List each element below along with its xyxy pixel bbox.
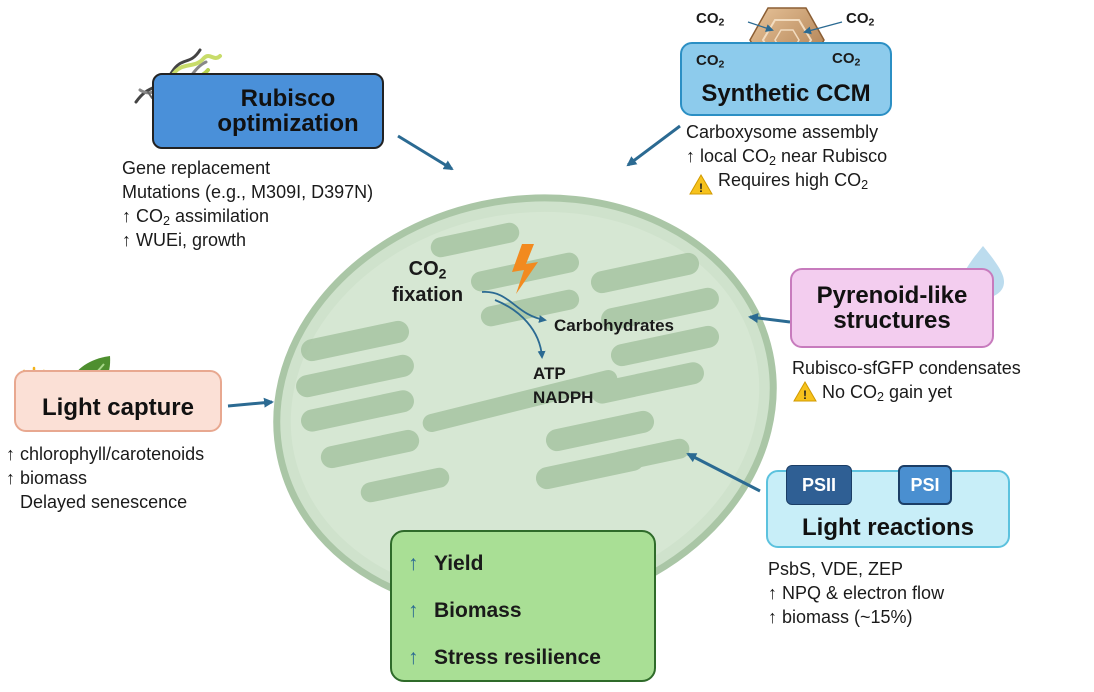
flow-arrow-atp [494,299,546,359]
arrow-rubisco [397,134,454,171]
co2-label-mid-right: CO2 [832,50,861,69]
pyrenoid-description: Rubisco-sfGFP condensates No CO2 gain ye… [792,358,1021,405]
co2-label-mid-left: CO2 [696,52,725,71]
rubisco-title-line2: optimization [217,110,359,137]
nadph-label: NADPH [533,388,594,407]
svg-text:!: ! [803,388,807,402]
outcomes-box: ↑Yield ↑Biomass ↑Stress resilience [390,530,656,682]
outcome-stress-resilience: ↑Stress resilience [408,646,601,669]
thylakoid-stacks [296,222,720,503]
pyrenoid-title-line1: Pyrenoid-like [816,281,968,309]
co2-label-top-right: CO2 [846,10,875,29]
carbohydrates-label: Carbohydrates [554,316,674,335]
lightning-icon [512,244,538,294]
light-reactions-title: Light reactions [801,513,975,541]
rubisco-title-line1: Rubisco [240,84,336,112]
arrow-light-reactions [686,452,761,493]
outcome-yield: ↑Yield [408,552,484,575]
chloroplast [273,194,777,616]
light-capture-description: ↑ chlorophyll/carotenoids ↑ biomass Dela… [6,444,205,512]
warning-icon-pyrenoid: ! [793,381,817,402]
outcome-biomass: ↑Biomass [408,599,522,622]
rubisco-description: Gene replacement Mutations (e.g., M309I,… [122,158,374,250]
light-capture-box: Light capture [14,370,222,432]
arrow-light-capture [227,397,274,408]
pyrenoid-box: Pyrenoid-like structures [790,268,994,348]
psii-box: PSII [786,465,852,505]
svg-text:!: ! [699,181,703,195]
psi-box: PSI [898,465,952,505]
arrow-pyrenoid [748,313,791,324]
arrow-ccm [626,124,681,167]
rubisco-optimization-box: Rubisco optimization [152,73,384,149]
ccm-description: Carboxysome assembly ↑ local CO2 near Ru… [686,122,888,193]
atp-label: ATP [533,364,566,383]
flow-arrow-carbohydrates [481,291,547,323]
light-capture-title: Light capture [41,394,194,422]
light-reactions-description: PsbS, VDE, ZEP ↑ NPQ & electron flow ↑ b… [768,559,945,627]
co2-fixation-label: CO2 fixation [392,258,464,306]
synthetic-ccm-box: Synthetic CCM [680,42,892,116]
warning-icon-ccm: ! [689,174,713,195]
pyrenoid-title-line2: structures [833,307,951,334]
co2-label-top-left: CO2 [696,10,725,29]
ccm-title: Synthetic CCM [701,79,871,107]
